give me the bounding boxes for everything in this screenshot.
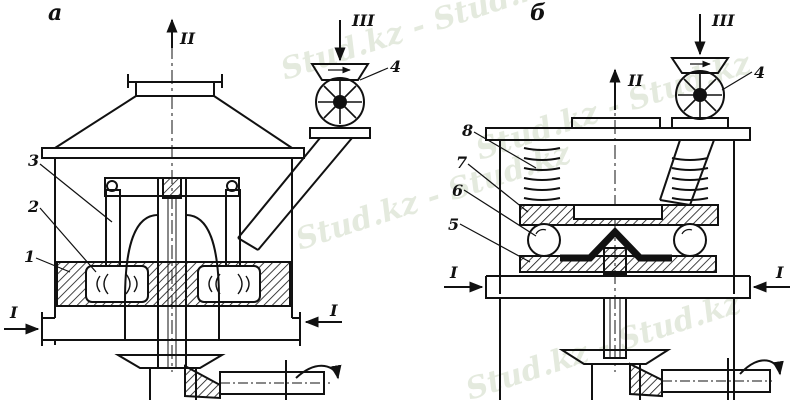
arm-left <box>105 189 121 267</box>
inlet-label-b-left: I <box>449 263 458 282</box>
watermark-text: Stud.kz - Stud.kz <box>472 45 756 167</box>
panel-b <box>444 14 790 400</box>
feed-label-a: III <box>351 11 375 30</box>
rotation-arrow <box>295 364 342 380</box>
feed-label-b: III <box>711 11 735 30</box>
central-shaft <box>603 297 627 359</box>
rotation-arrow <box>739 359 784 376</box>
leader-lines <box>35 67 753 273</box>
feeder-hopper <box>310 63 370 81</box>
conical-hood <box>54 95 293 149</box>
top-cap <box>135 81 215 97</box>
top-plate <box>485 127 751 141</box>
guide-vane-right <box>185 214 220 340</box>
feeder-hopper <box>670 57 730 74</box>
outlet-label-b: II <box>627 71 643 90</box>
inlet-label-b-right: I <box>775 263 784 282</box>
inlet-label-a-left: I <box>9 303 18 322</box>
arm-right <box>225 189 241 267</box>
labels: а б II II III III I I I I 1 2 3 4 4 5 6 … <box>9 0 784 322</box>
hood-flange <box>41 147 305 159</box>
outlet-label-a: II <box>179 29 195 48</box>
ball-right <box>673 223 707 257</box>
panel-label-b: б <box>530 0 546 26</box>
inlet-pipe <box>42 317 300 341</box>
part-label-4-b: 4 <box>754 63 765 82</box>
feed-chute <box>237 137 353 251</box>
shaft-hub <box>162 177 182 199</box>
inlet-label-a-right: I <box>329 301 338 320</box>
drive-shaft <box>219 371 325 395</box>
ball-left <box>527 223 561 257</box>
part-label-6: 6 <box>452 181 463 200</box>
part-label-1: 1 <box>24 247 35 266</box>
part-label-3: 3 <box>28 151 39 170</box>
hub <box>603 247 627 275</box>
panel-label-a: а <box>48 0 62 26</box>
lower-housing <box>499 298 735 400</box>
spring-right <box>671 157 709 201</box>
feeder-flange <box>309 127 371 139</box>
feed-chute <box>659 139 715 206</box>
spring-left <box>523 147 561 201</box>
pinion <box>184 364 221 400</box>
feeder-flange <box>671 117 729 129</box>
roller-right <box>197 265 261 303</box>
bevel-gear <box>114 354 226 369</box>
bevel-gear <box>558 349 672 365</box>
guide-vane-left <box>124 214 159 340</box>
roller-left-detail <box>96 273 138 295</box>
part-label-5: 5 <box>448 215 459 234</box>
part-label-2: 2 <box>27 197 39 216</box>
part-label-8: 8 <box>461 121 473 140</box>
pinion <box>629 362 663 398</box>
part-label-7: 7 <box>456 153 467 172</box>
part-label-4-a: 4 <box>390 57 401 76</box>
rotary-feeder <box>315 77 365 127</box>
roller-right-detail <box>208 273 250 295</box>
panel-a <box>4 18 371 400</box>
